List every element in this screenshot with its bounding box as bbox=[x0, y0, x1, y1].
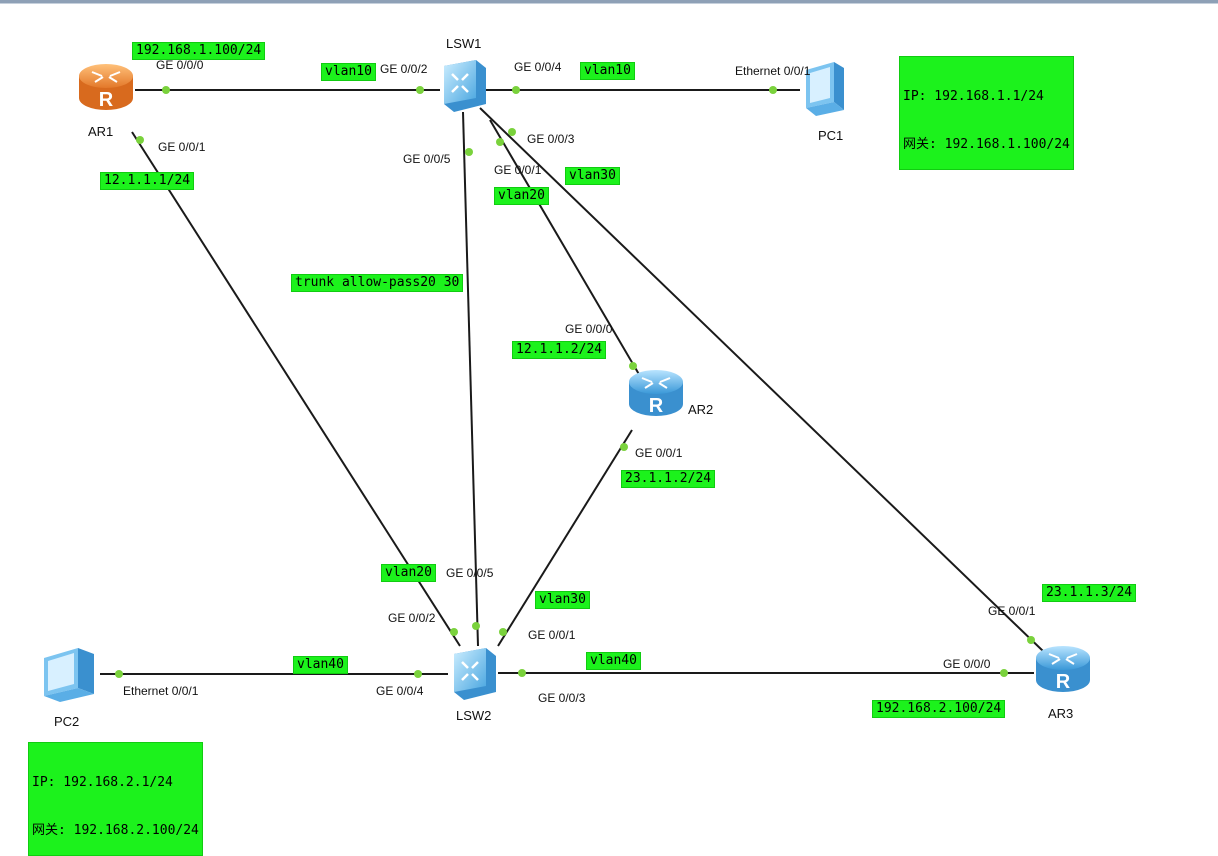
tag-ar3-ip-g001: 23.1.1.3/24 bbox=[1042, 584, 1137, 602]
tag-pc1-ipconfig: IP: 192.168.1.1/24 网关: 192.168.1.100/24 bbox=[899, 56, 1074, 170]
tag-lsw2-vlan30: vlan30 bbox=[535, 591, 590, 609]
device-label-ar1: AR1 bbox=[88, 124, 114, 139]
port-label-pc1-eth: Ethernet 0/0/1 bbox=[735, 64, 811, 78]
svg-text:R: R bbox=[99, 89, 114, 111]
port-label-lsw2-g004: GE 0/0/4 bbox=[376, 684, 424, 698]
port-dot bbox=[512, 86, 520, 94]
device-label-ar3: AR3 bbox=[1048, 706, 1074, 721]
link-lsw1-ar2 bbox=[489, 119, 641, 377]
pc-icon bbox=[806, 62, 844, 116]
link-lsw1-lsw2 bbox=[462, 111, 479, 647]
link-lsw1-ar3 bbox=[479, 107, 1045, 653]
tag-ar3-ip-g000: 192.168.2.100/24 bbox=[872, 700, 1006, 718]
device-label-lsw2: LSW2 bbox=[456, 708, 492, 723]
switch-lsw1[interactable] bbox=[438, 58, 488, 114]
router-icon: R bbox=[79, 64, 133, 111]
port-label-lsw1-g002: GE 0/0/2 bbox=[380, 62, 428, 76]
port-dot bbox=[416, 86, 424, 94]
switch-icon bbox=[444, 60, 486, 112]
port-dot bbox=[1000, 669, 1008, 677]
port-dot bbox=[769, 86, 777, 94]
switch-lsw2[interactable] bbox=[448, 646, 498, 702]
tag-lsw2-vlan40-a: vlan40 bbox=[293, 656, 348, 674]
port-label-lsw1-g005: GE 0/0/5 bbox=[403, 152, 451, 166]
port-label-lsw1-g001: GE 0/0/1 bbox=[494, 163, 542, 177]
device-label-pc1: PC1 bbox=[818, 128, 844, 143]
router-ar3[interactable]: R bbox=[1034, 642, 1092, 698]
port-dot bbox=[115, 670, 123, 678]
tag-pc2-ipconfig: IP: 192.168.2.1/24 网关: 192.168.2.100/24 bbox=[28, 742, 203, 856]
pc2-ip-text: IP: 192.168.2.1/24 bbox=[32, 775, 173, 790]
tag-lsw2-vlan40-b: vlan40 bbox=[586, 652, 641, 670]
window-top-border bbox=[0, 0, 1218, 4]
pc-icon bbox=[44, 648, 94, 702]
port-dot bbox=[1027, 636, 1035, 644]
pc1-gateway-text: 网关: 192.168.1.100/24 bbox=[903, 137, 1070, 152]
port-label-ar3-g000: GE 0/0/0 bbox=[943, 657, 991, 671]
tag-lsw2-vlan20: vlan20 bbox=[381, 564, 436, 582]
port-label-ar1-g000: GE 0/0/0 bbox=[156, 58, 204, 72]
switch-icon bbox=[454, 648, 496, 700]
tag-lsw1-vlan10-b: vlan10 bbox=[580, 62, 635, 80]
tag-ar2-ip-g000: 12.1.1.2/24 bbox=[512, 341, 607, 359]
pc1-ip-text: IP: 192.168.1.1/24 bbox=[903, 89, 1044, 104]
pc-pc1[interactable] bbox=[800, 58, 848, 120]
tag-lsw1-vlan10-a: vlan10 bbox=[321, 63, 376, 81]
port-dot bbox=[629, 362, 637, 370]
device-label-pc2: PC2 bbox=[54, 714, 80, 729]
tag-trunk: trunk allow-pass20 30 bbox=[291, 274, 464, 292]
router-icon: R bbox=[629, 370, 683, 417]
port-dot bbox=[450, 628, 458, 636]
link-ar1-lsw2 bbox=[131, 131, 461, 647]
svg-text:R: R bbox=[1056, 671, 1071, 693]
tag-lsw1-vlan30: vlan30 bbox=[565, 167, 620, 185]
port-dot bbox=[508, 128, 516, 136]
port-label-ar3-g001: GE 0/0/1 bbox=[988, 604, 1036, 618]
port-label-ar1-g001: GE 0/0/1 bbox=[158, 140, 206, 154]
port-dot bbox=[518, 669, 526, 677]
port-dot bbox=[162, 86, 170, 94]
tag-ar1-ip-g001: 12.1.1.1/24 bbox=[100, 172, 195, 190]
router-ar2[interactable]: R bbox=[627, 366, 685, 422]
port-dot bbox=[472, 622, 480, 630]
pc-pc2[interactable] bbox=[38, 644, 102, 706]
device-label-lsw1: LSW1 bbox=[446, 36, 482, 51]
router-icon: R bbox=[1036, 646, 1090, 693]
port-label-lsw2-g001: GE 0/0/1 bbox=[528, 628, 576, 642]
topology-links bbox=[100, 86, 1045, 678]
port-dot bbox=[414, 670, 422, 678]
port-label-lsw2-g005: GE 0/0/5 bbox=[446, 566, 494, 580]
port-label-lsw1-g003: GE 0/0/3 bbox=[527, 132, 575, 146]
port-label-lsw2-g003: GE 0/0/3 bbox=[538, 691, 586, 705]
port-label-ar2-g001: GE 0/0/1 bbox=[635, 446, 683, 460]
port-dot bbox=[496, 138, 504, 146]
port-dot bbox=[465, 148, 473, 156]
router-ar1[interactable]: R bbox=[77, 60, 135, 116]
port-dot bbox=[136, 136, 144, 144]
port-dot bbox=[620, 443, 628, 451]
tag-ar2-ip-g001: 23.1.1.2/24 bbox=[621, 470, 716, 488]
port-label-lsw1-g004: GE 0/0/4 bbox=[514, 60, 562, 74]
port-label-ar2-g000: GE 0/0/0 bbox=[565, 322, 613, 336]
svg-text:R: R bbox=[649, 395, 664, 417]
device-label-ar2: AR2 bbox=[688, 402, 714, 417]
pc2-gateway-text: 网关: 192.168.2.100/24 bbox=[32, 823, 199, 838]
port-label-pc2-eth: Ethernet 0/0/1 bbox=[123, 684, 199, 698]
link-ar2-lsw2 bbox=[497, 429, 633, 647]
port-dot bbox=[499, 628, 507, 636]
tag-lsw1-vlan20: vlan20 bbox=[494, 187, 549, 205]
tag-ar1-ip-g000: 192.168.1.100/24 bbox=[132, 42, 266, 60]
port-label-lsw2-g002: GE 0/0/2 bbox=[388, 611, 436, 625]
